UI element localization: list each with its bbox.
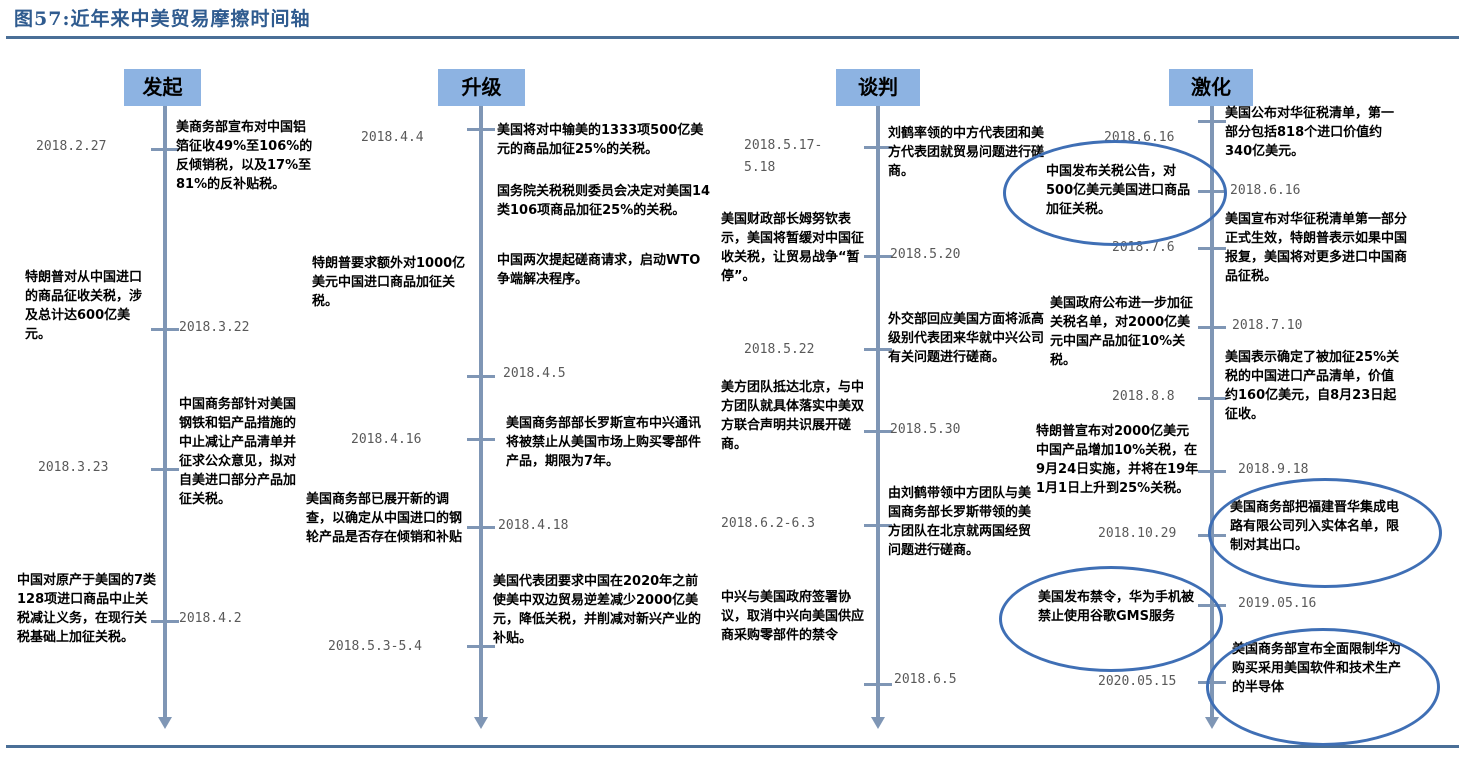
date-label: 2018.5.17- (744, 138, 823, 153)
timeline-axis-4 (1210, 106, 1214, 718)
event-text: 中国商务部针对美国钢铁和铝产品措施的中止减让产品清单并征求公众意见，拟对自美进口… (179, 397, 297, 507)
phase-header-initiate: 发起 (124, 69, 201, 106)
event-text: 美国公布对华征税清单，第一部分包括818个进口价值约340亿美元。 (1225, 106, 1395, 159)
date-label: 2018.10.29 (1098, 526, 1177, 541)
event-text: 美国财政部长姆努钦表示，美国将暂缓对中国征收关税，让贸易战争“暂停”。 (721, 212, 865, 284)
timeline-arrow-3 (871, 717, 885, 729)
event-text: 国务院关税税则委员会决定对美国14类106项商品加征25%的关税。 (497, 184, 711, 218)
date-label: 2018.4.16 (351, 432, 422, 447)
event-text: 美国表示确定了被加征25%关税的中国进口产品清单，价值约160亿美元，自8月23… (1225, 350, 1400, 422)
tick (1198, 120, 1226, 123)
tick (467, 526, 495, 529)
date-label: 2018.6.16 (1230, 183, 1301, 198)
tick (1198, 397, 1226, 400)
event-text: 特朗普对从中国进口的商品征收关税，涉及总计达600亿美元。 (25, 270, 143, 342)
timeline-arrow-1 (158, 717, 172, 729)
top-divider (6, 36, 1459, 39)
tick (151, 328, 179, 331)
event-text: 美方团队抵达北京，与中方团队就具体落实中美双方联合声明共识展开磋商。 (721, 380, 865, 452)
tick (151, 468, 179, 471)
bottom-divider (6, 745, 1459, 748)
tick (864, 255, 892, 258)
event-text: 美商务部宣布对中国铝箔征收49%至106%的反倾销税，以及17%至81%的反补贴… (176, 120, 313, 192)
timeline-axis-1 (163, 106, 167, 718)
tick (864, 683, 892, 686)
phase-header-intensify: 激化 (1169, 69, 1253, 106)
tick (864, 430, 892, 433)
date-label: 2018.3.23 (38, 460, 109, 475)
event-text: 中国两次提起磋商请求，启动WTO争端解决程序。 (497, 253, 701, 287)
event-text: 美国商务部部长罗斯宣布中兴通讯将被禁止从美国市场上购买零部件产品，期限为7年。 (506, 416, 702, 469)
date-label: 2018.5.3-5.4 (328, 639, 422, 654)
tick (151, 148, 179, 151)
tick (467, 438, 495, 441)
date-label: 5.18 (744, 160, 776, 175)
date-label: 2018.9.18 (1238, 462, 1309, 477)
tick (1198, 470, 1226, 473)
highlight-oval (999, 566, 1223, 672)
date-label: 2018.6.5 (894, 672, 957, 687)
date-label: 2018.6.2-6.3 (721, 516, 815, 531)
date-label: 2018.4.18 (498, 518, 569, 533)
tick (1198, 247, 1226, 250)
date-label: 2018.5.20 (890, 247, 961, 262)
tick (864, 146, 892, 149)
date-label: 2018.4.2 (179, 611, 242, 626)
event-text: 外交部回应美国方面将派高级别代表团来华就中兴公司有关问题进行磋商。 (888, 312, 1045, 365)
date-label: 2018.5.22 (744, 342, 815, 357)
event-text: 特朗普要求额外对1000亿美元中国进口商品加征关税。 (312, 256, 466, 309)
timeline-axis-2 (479, 106, 483, 718)
date-label: 2018.4.5 (503, 366, 566, 381)
tick (467, 375, 495, 378)
highlight-oval (1206, 628, 1440, 746)
date-label: 2018.5.30 (890, 422, 961, 437)
date-label: 2018.3.22 (179, 320, 250, 335)
date-label: 2019.05.16 (1238, 596, 1317, 611)
tick (864, 524, 892, 527)
date-label: 2018.2.27 (36, 139, 107, 154)
timeline-axis-3 (876, 106, 880, 718)
timeline-arrow-2 (474, 717, 488, 729)
event-text: 美国将对中输美的1333项500亿美元的商品加征25%的关税。 (497, 123, 704, 157)
tick (1198, 326, 1226, 329)
event-text: 刘鹤率领的中方代表团和美方代表团就贸易问题进行磋商。 (888, 126, 1045, 179)
date-label: 2018.7.10 (1232, 318, 1303, 333)
figure-title: 图57:近年来中美贸易摩擦时间轴 (14, 8, 311, 30)
timeline-arrow-4 (1205, 717, 1219, 729)
date-label: 2018.4.4 (361, 130, 424, 145)
tick (467, 645, 495, 648)
tick (467, 128, 495, 131)
tick (864, 348, 892, 351)
tick (151, 620, 179, 623)
date-label: 2020.05.15 (1098, 674, 1177, 689)
event-text: 美国宣布对华征税清单第一部分正式生效，特朗普表示如果中国报复，美国将对更多进口中… (1225, 212, 1408, 284)
event-text: 特朗普宣布对2000亿美元中国产品增加10%关税，在9月24日实施，并将在19年… (1036, 424, 1199, 496)
phase-header-negotiate: 谈判 (836, 69, 920, 106)
highlight-oval (1003, 140, 1227, 246)
event-text: 美国政府公布进一步加征关税名单，对2000亿美元中国产品加征10%关税。 (1050, 296, 1194, 368)
event-text: 美国商务部已展开新的调查，以确定从中国进口的钢轮产品是否存在倾销和补贴 (306, 492, 463, 545)
event-text: 由刘鹤带领中方团队与美国商务部长罗斯带领的美方团队在北京就两国经贸问题进行磋商。 (888, 486, 1032, 558)
date-label: 2018.8.8 (1112, 389, 1175, 404)
phase-header-escalate: 升级 (438, 69, 525, 106)
event-text: 美国代表团要求中国在2020年之前使美中双边贸易逆差减少2000亿美元，降低关税… (493, 574, 702, 646)
highlight-oval (1208, 478, 1442, 588)
event-text: 中兴与美国政府签署协议，取消中兴向美国供应商采购零部件的禁令 (721, 590, 865, 643)
event-text: 中国对原产于美国的7类128项进口商品中止关税减让义务，在现行关税基础上加征关税… (17, 573, 157, 645)
